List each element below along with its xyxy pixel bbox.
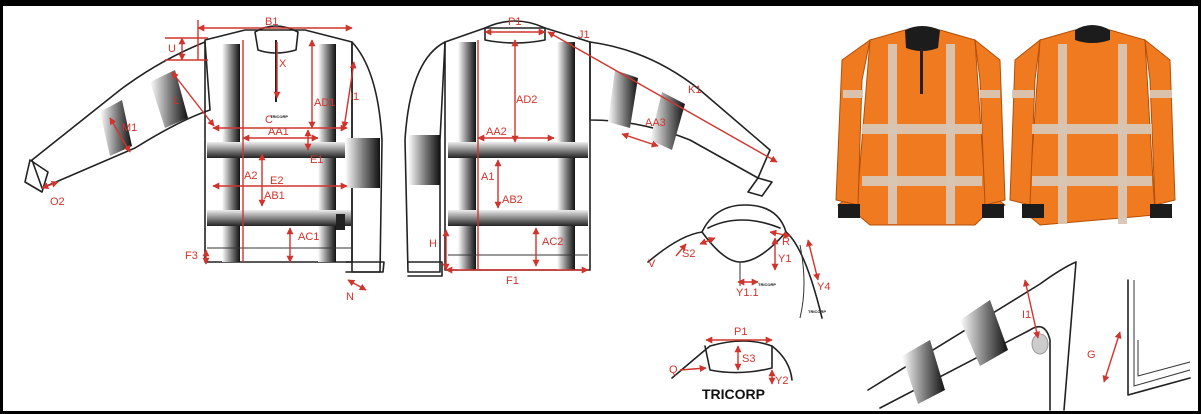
label-U: U xyxy=(168,43,176,55)
back-dimensions xyxy=(442,28,778,274)
label-A1: A1 xyxy=(481,171,494,183)
collar-brand-tag: TRICORP xyxy=(758,282,776,287)
label-B1: B1 xyxy=(265,16,278,28)
label-AA1: AA1 xyxy=(268,126,289,138)
label-Y4: Y4 xyxy=(817,281,830,293)
label-I1: I1 xyxy=(350,91,359,103)
label-S2: S2 xyxy=(682,248,695,260)
front-view-drawing xyxy=(24,25,385,273)
top-border xyxy=(0,0,1201,6)
label-Q: Q xyxy=(669,364,678,376)
label-J1: J1 xyxy=(578,29,590,41)
label-L: L xyxy=(173,95,179,107)
label-X: X xyxy=(279,58,287,70)
front-labels: B1 U X L M1 AD1 I1 C AA1 E1 A2 E2 AB1 AC… xyxy=(50,16,359,303)
label-AC2: AC2 xyxy=(542,236,563,248)
label-M1: M1 xyxy=(122,122,137,134)
front-dimensions xyxy=(41,20,367,291)
front-brand-tag: TRICORP xyxy=(270,114,288,119)
label-V: V xyxy=(648,258,656,270)
label-Y1_1: Y1.1 xyxy=(736,287,759,299)
sleeve-detail-drawing: I1 xyxy=(867,261,1077,411)
collar-brand-tag-2: TRICORP xyxy=(808,309,826,314)
label-S3: S3 xyxy=(742,353,755,365)
label-AD2: AD2 xyxy=(516,94,537,106)
brand-logo: TRICORP xyxy=(702,386,765,402)
product-photo-back xyxy=(1009,25,1176,226)
product-photo-front xyxy=(835,26,1006,226)
label-N: N xyxy=(346,291,354,303)
label-Y1: Y1 xyxy=(778,253,791,265)
label-F1: F1 xyxy=(506,275,519,287)
label-K1: K1 xyxy=(688,84,701,96)
label-A2: A2 xyxy=(244,170,257,182)
label-AB2: AB2 xyxy=(502,194,523,206)
back-view-drawing xyxy=(404,20,773,277)
label-E2: E2 xyxy=(270,175,283,187)
label-P1: P1 xyxy=(508,16,521,28)
label-H: H xyxy=(429,238,437,250)
collar-detail-drawing: TRICORP TRICORP V S2 R Y1 Y1.1 Y4 xyxy=(647,204,830,319)
label-P1-detail: P1 xyxy=(734,326,747,338)
label-AA3: AA3 xyxy=(645,117,666,129)
label-AC1: AC1 xyxy=(298,231,319,243)
label-O2: O2 xyxy=(50,196,65,208)
collar-back-detail-drawing: P1 S3 Q Y2 TRICORP xyxy=(669,326,793,402)
label-I1-detail: I1 xyxy=(1022,309,1031,321)
label-Y2: Y2 xyxy=(775,375,788,387)
label-C: C xyxy=(265,114,273,126)
label-R: R xyxy=(782,236,790,248)
hem-detail-drawing: G xyxy=(1087,279,1191,396)
label-AB1: AB1 xyxy=(264,190,285,202)
label-AD1: AD1 xyxy=(314,97,335,109)
label-E1: E1 xyxy=(310,154,323,166)
label-AA2: AA2 xyxy=(486,126,507,138)
back-labels: P1 J1 K1 AD2 AA2 AA3 A1 AB2 AC2 H F1 xyxy=(429,16,701,287)
label-G: G xyxy=(1087,349,1096,361)
label-F3: F3 xyxy=(185,250,198,262)
